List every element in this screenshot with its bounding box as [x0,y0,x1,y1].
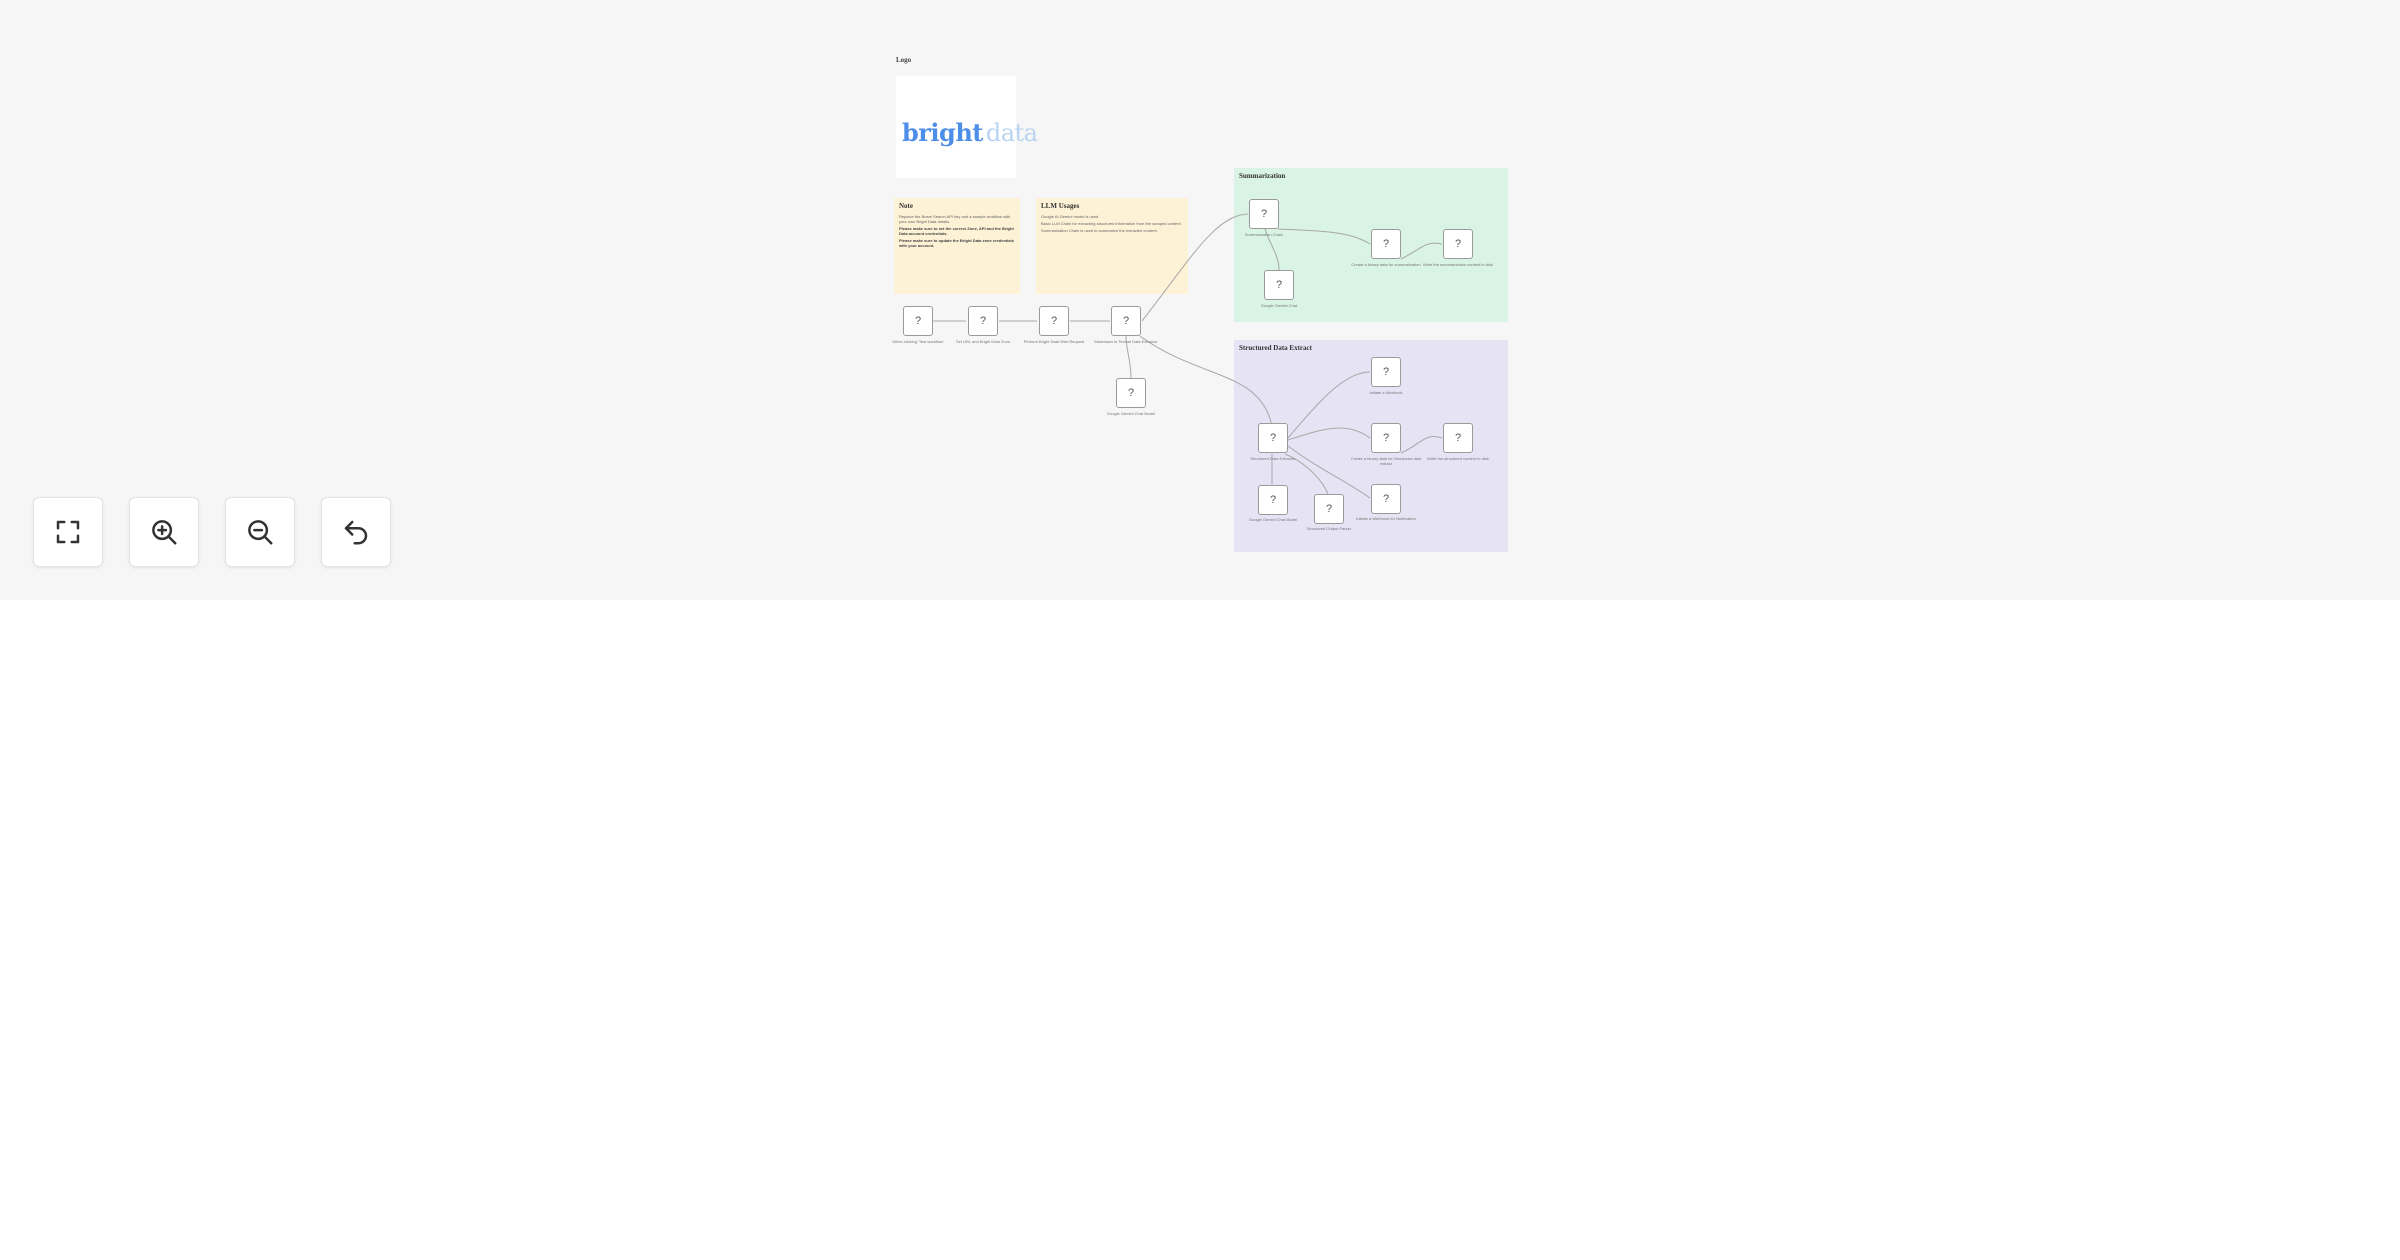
llm-usages-sticky: LLM Usages Google AI Gemini model is use… [1036,198,1188,294]
gemini-model-node[interactable]: ? [1116,378,1146,408]
node-label: Google Gemini Chat Model [1106,411,1156,416]
unknown-node-icon: ? [1269,494,1277,506]
workflow-canvas[interactable]: Summarization Structured Data Extract Lo… [0,0,2400,600]
edge-n6-n7 [1277,228,1371,245]
zoom-in-button[interactable] [129,497,199,567]
node-label: Structured Data Extractor [1250,456,1296,461]
node-label: Google Gemini Chat [1260,303,1298,308]
web-request-node[interactable]: ? [1039,306,1069,336]
fit-view-icon [56,520,80,544]
note-title: Note [899,202,913,210]
node-label: Markdown to Textual Data Extractor [1094,339,1158,344]
edge-n5-n4 [1125,335,1132,379]
output-parser-node[interactable]: ? [1314,494,1344,524]
unknown-node-icon: ? [1275,279,1283,291]
llm-usages-title: LLM Usages [1041,202,1080,210]
unknown-node-icon: ? [1382,366,1390,378]
unknown-node-icon: ? [1269,432,1277,444]
unknown-node-icon: ? [1454,238,1462,250]
node-label: Perform Bright Data Web Request [1023,339,1085,344]
webhook-node[interactable]: ? [1371,357,1401,387]
structured-extractor-node[interactable]: ? [1258,423,1288,453]
node-label: Write the summarization content to disk [1423,262,1493,267]
node-label: Initiate a Webhook for Notification [1356,516,1416,521]
summary-write-node[interactable]: ? [1443,229,1473,259]
llm-line: Google AI Gemini model is used. [1041,214,1100,219]
note-sticky: Note Replace the Brave Search API key an… [894,198,1020,294]
unknown-node-icon: ? [1454,432,1462,444]
zoom-in-icon [152,520,177,545]
unknown-node-icon: ? [1260,208,1268,220]
edge-n11-n16 [1287,445,1371,499]
unknown-node-icon: ? [914,315,922,327]
fit-view-button[interactable] [33,497,103,567]
structured-write-node[interactable]: ? [1443,423,1473,453]
node-label: Google Gemini Chat Model [1248,517,1298,522]
unknown-node-icon: ? [1382,238,1390,250]
connection-layer [933,213,1443,499]
unknown-node-icon: ? [1382,432,1390,444]
edge-n12-n13 [1400,436,1443,454]
edge-n11-n12 [1287,427,1371,441]
edge-n4-n11 [1139,335,1273,427]
logo-label: Logo [896,56,912,64]
llm-line: Summarization Chain is used to summarize… [1041,228,1158,233]
unknown-node-icon: ? [1122,315,1130,327]
note-line: Replace the Brave Search API key and a s… [899,214,1011,224]
node-label: Set URL and Bright Data Zone [955,339,1011,344]
summary-binary-node[interactable]: ? [1371,229,1401,259]
markdown-extractor-node[interactable]: ? [1111,306,1141,336]
note-line: Please make sure to set the correct Zone… [899,226,1014,236]
edge-n7-n8 [1400,242,1443,260]
gemini-model-2-node[interactable]: ? [1258,485,1288,515]
unknown-node-icon: ? [1382,493,1390,505]
node-label: When clicking 'Test workflow' [892,339,944,344]
edge-n4-n6 [1141,213,1249,322]
structured-binary-node[interactable]: ? [1371,423,1401,453]
unknown-node-icon: ? [1325,503,1333,515]
llm-line: Basic LLM Chain for extracting structure… [1041,221,1182,226]
unknown-node-icon: ? [1127,387,1135,399]
node-label: Create a binary data for summarization [1351,262,1421,267]
node-label: Write the structured content to disk [1427,456,1489,461]
node-label: Summarization Chain [1244,232,1284,237]
reset-zoom-button[interactable] [321,497,391,567]
set-url-node[interactable]: ? [968,306,998,336]
node-label: Create a binary data for Structured data… [1350,456,1422,466]
summarization-chain-node[interactable]: ? [1249,199,1279,229]
zoom-out-icon [248,520,273,545]
structured-data-title: Structured Data Extract [1239,344,1312,352]
gemini-chat-node[interactable]: ? [1264,270,1294,300]
edge-n9-n6 [1264,228,1280,271]
notification-webhook-node[interactable]: ? [1371,484,1401,514]
unknown-node-icon: ? [1050,315,1058,327]
zoom-out-button[interactable] [225,497,295,567]
node-label: Structured Output Parser [1306,526,1352,531]
undo-icon [344,520,368,545]
unknown-node-icon: ? [979,315,987,327]
edge-n15-n11 [1284,453,1329,495]
manual-trigger-node[interactable]: ? [903,306,933,336]
node-label: Initiate a Webhook [1369,390,1403,395]
note-line: Please make sure to update the Bright Da… [899,238,1014,248]
edge-n11-n10 [1287,371,1371,439]
summarization-title: Summarization [1239,172,1286,180]
